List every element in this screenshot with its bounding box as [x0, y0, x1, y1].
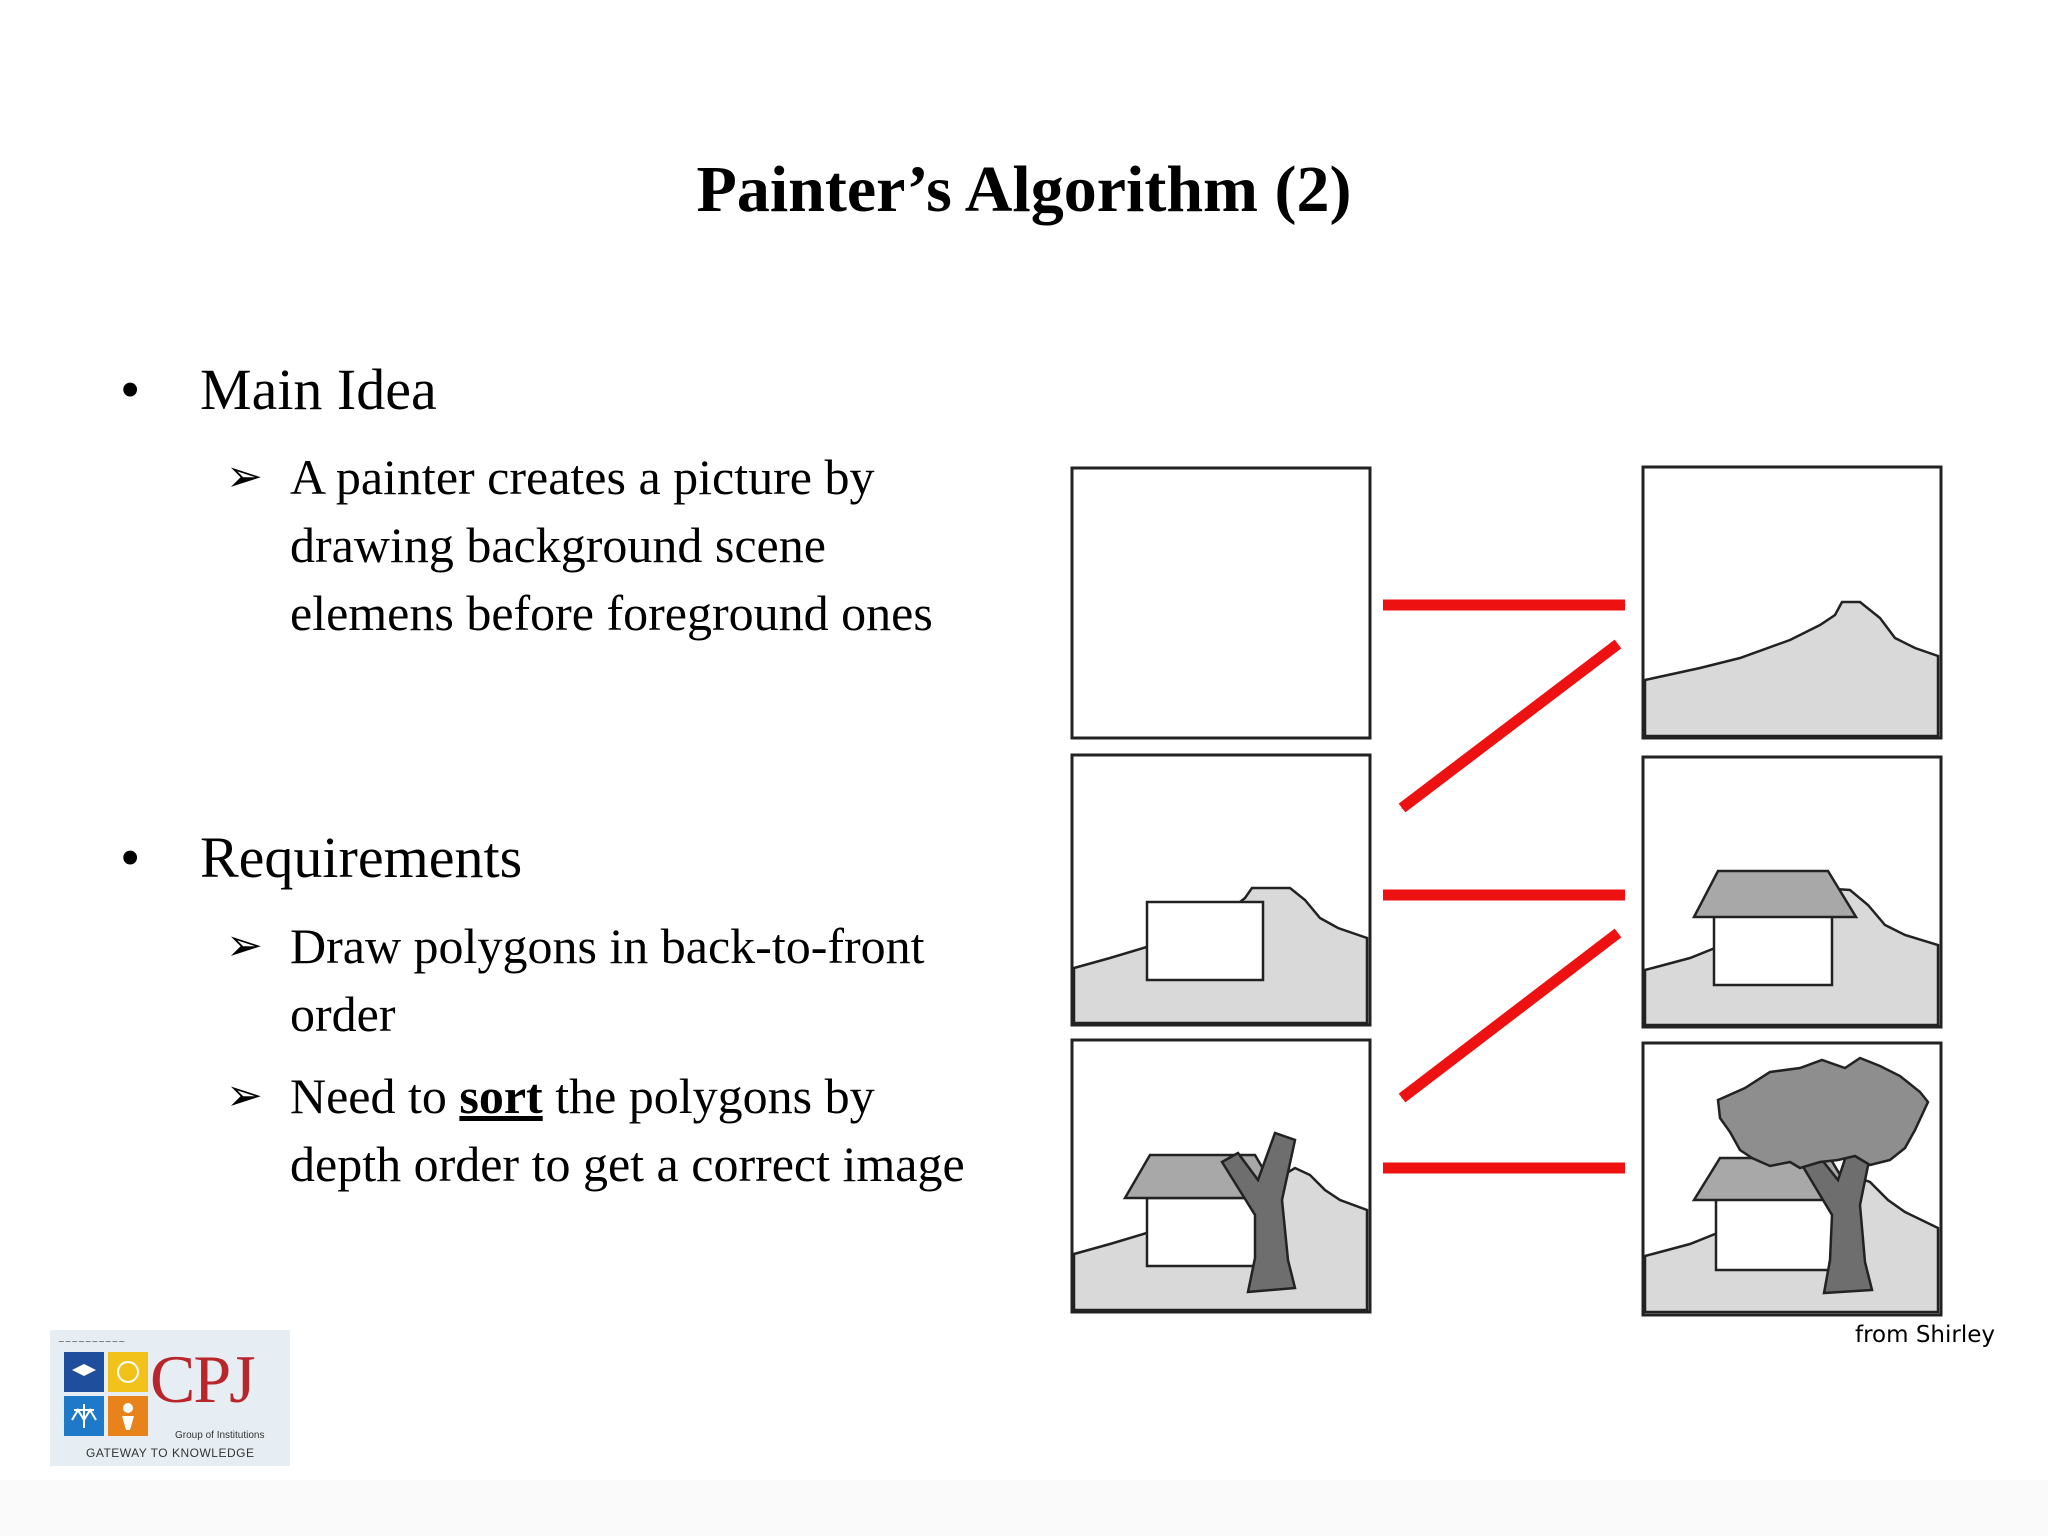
panel-house-roof [1641, 755, 1943, 1029]
painters-algorithm-figure [1070, 465, 1943, 1317]
panel-full-scene [1641, 1041, 1943, 1317]
logo-subtitle: Group of Institutions [175, 1430, 265, 1441]
panel-empty [1070, 466, 1372, 740]
panel-mountain [1641, 465, 1943, 740]
arrow-bullet-icon: ➢ [226, 920, 263, 971]
slide-title: Painter’s Algorithm (2) [696, 153, 1352, 226]
arrows [1383, 599, 1626, 1174]
bullet-marker: • [120, 357, 141, 422]
logo-tagline: GATEWAY TO KNOWLEDGE [86, 1446, 255, 1460]
sub-item-text: Draw polygons in back-to-front order [290, 918, 925, 1042]
cpj-logo-graphic: ~~~~~~~~~~ [58, 1337, 148, 1436]
arrow-bullet-icon: ➢ [226, 1070, 263, 1121]
arrow-bullet-icon: ➢ [226, 451, 263, 502]
sort-post-text: the polygons by depth order to get a cor… [290, 1068, 965, 1192]
logo-name: CPJ [150, 1341, 256, 1417]
bottom-band [0, 1480, 2048, 1536]
arrow-diagonal-2 [1398, 928, 1622, 1103]
figure-caption: from Shirley [1855, 1322, 1996, 1348]
arrow-diagonal-1 [1398, 639, 1622, 813]
svg-text:~~~~~~~~~~: ~~~~~~~~~~ [58, 1337, 125, 1346]
bullet-label: Main Idea [200, 357, 437, 422]
cpj-logo: ~~~~~~~~~~ CPJ Group of Institutions GAT… [50, 1330, 290, 1466]
sub-item-text: A painter creates a picture by drawing b… [290, 449, 933, 641]
sort-pre-text: Need to [290, 1068, 460, 1124]
sub-item-text: Need to sort the polygons by depth order… [290, 1062, 990, 1198]
bullet-label: Requirements [200, 825, 523, 890]
bullet-marker: • [120, 825, 141, 890]
panel-house-trunk [1070, 1038, 1372, 1314]
sort-emphasis: sort [459, 1068, 543, 1124]
panel-house-body [1070, 753, 1372, 1027]
